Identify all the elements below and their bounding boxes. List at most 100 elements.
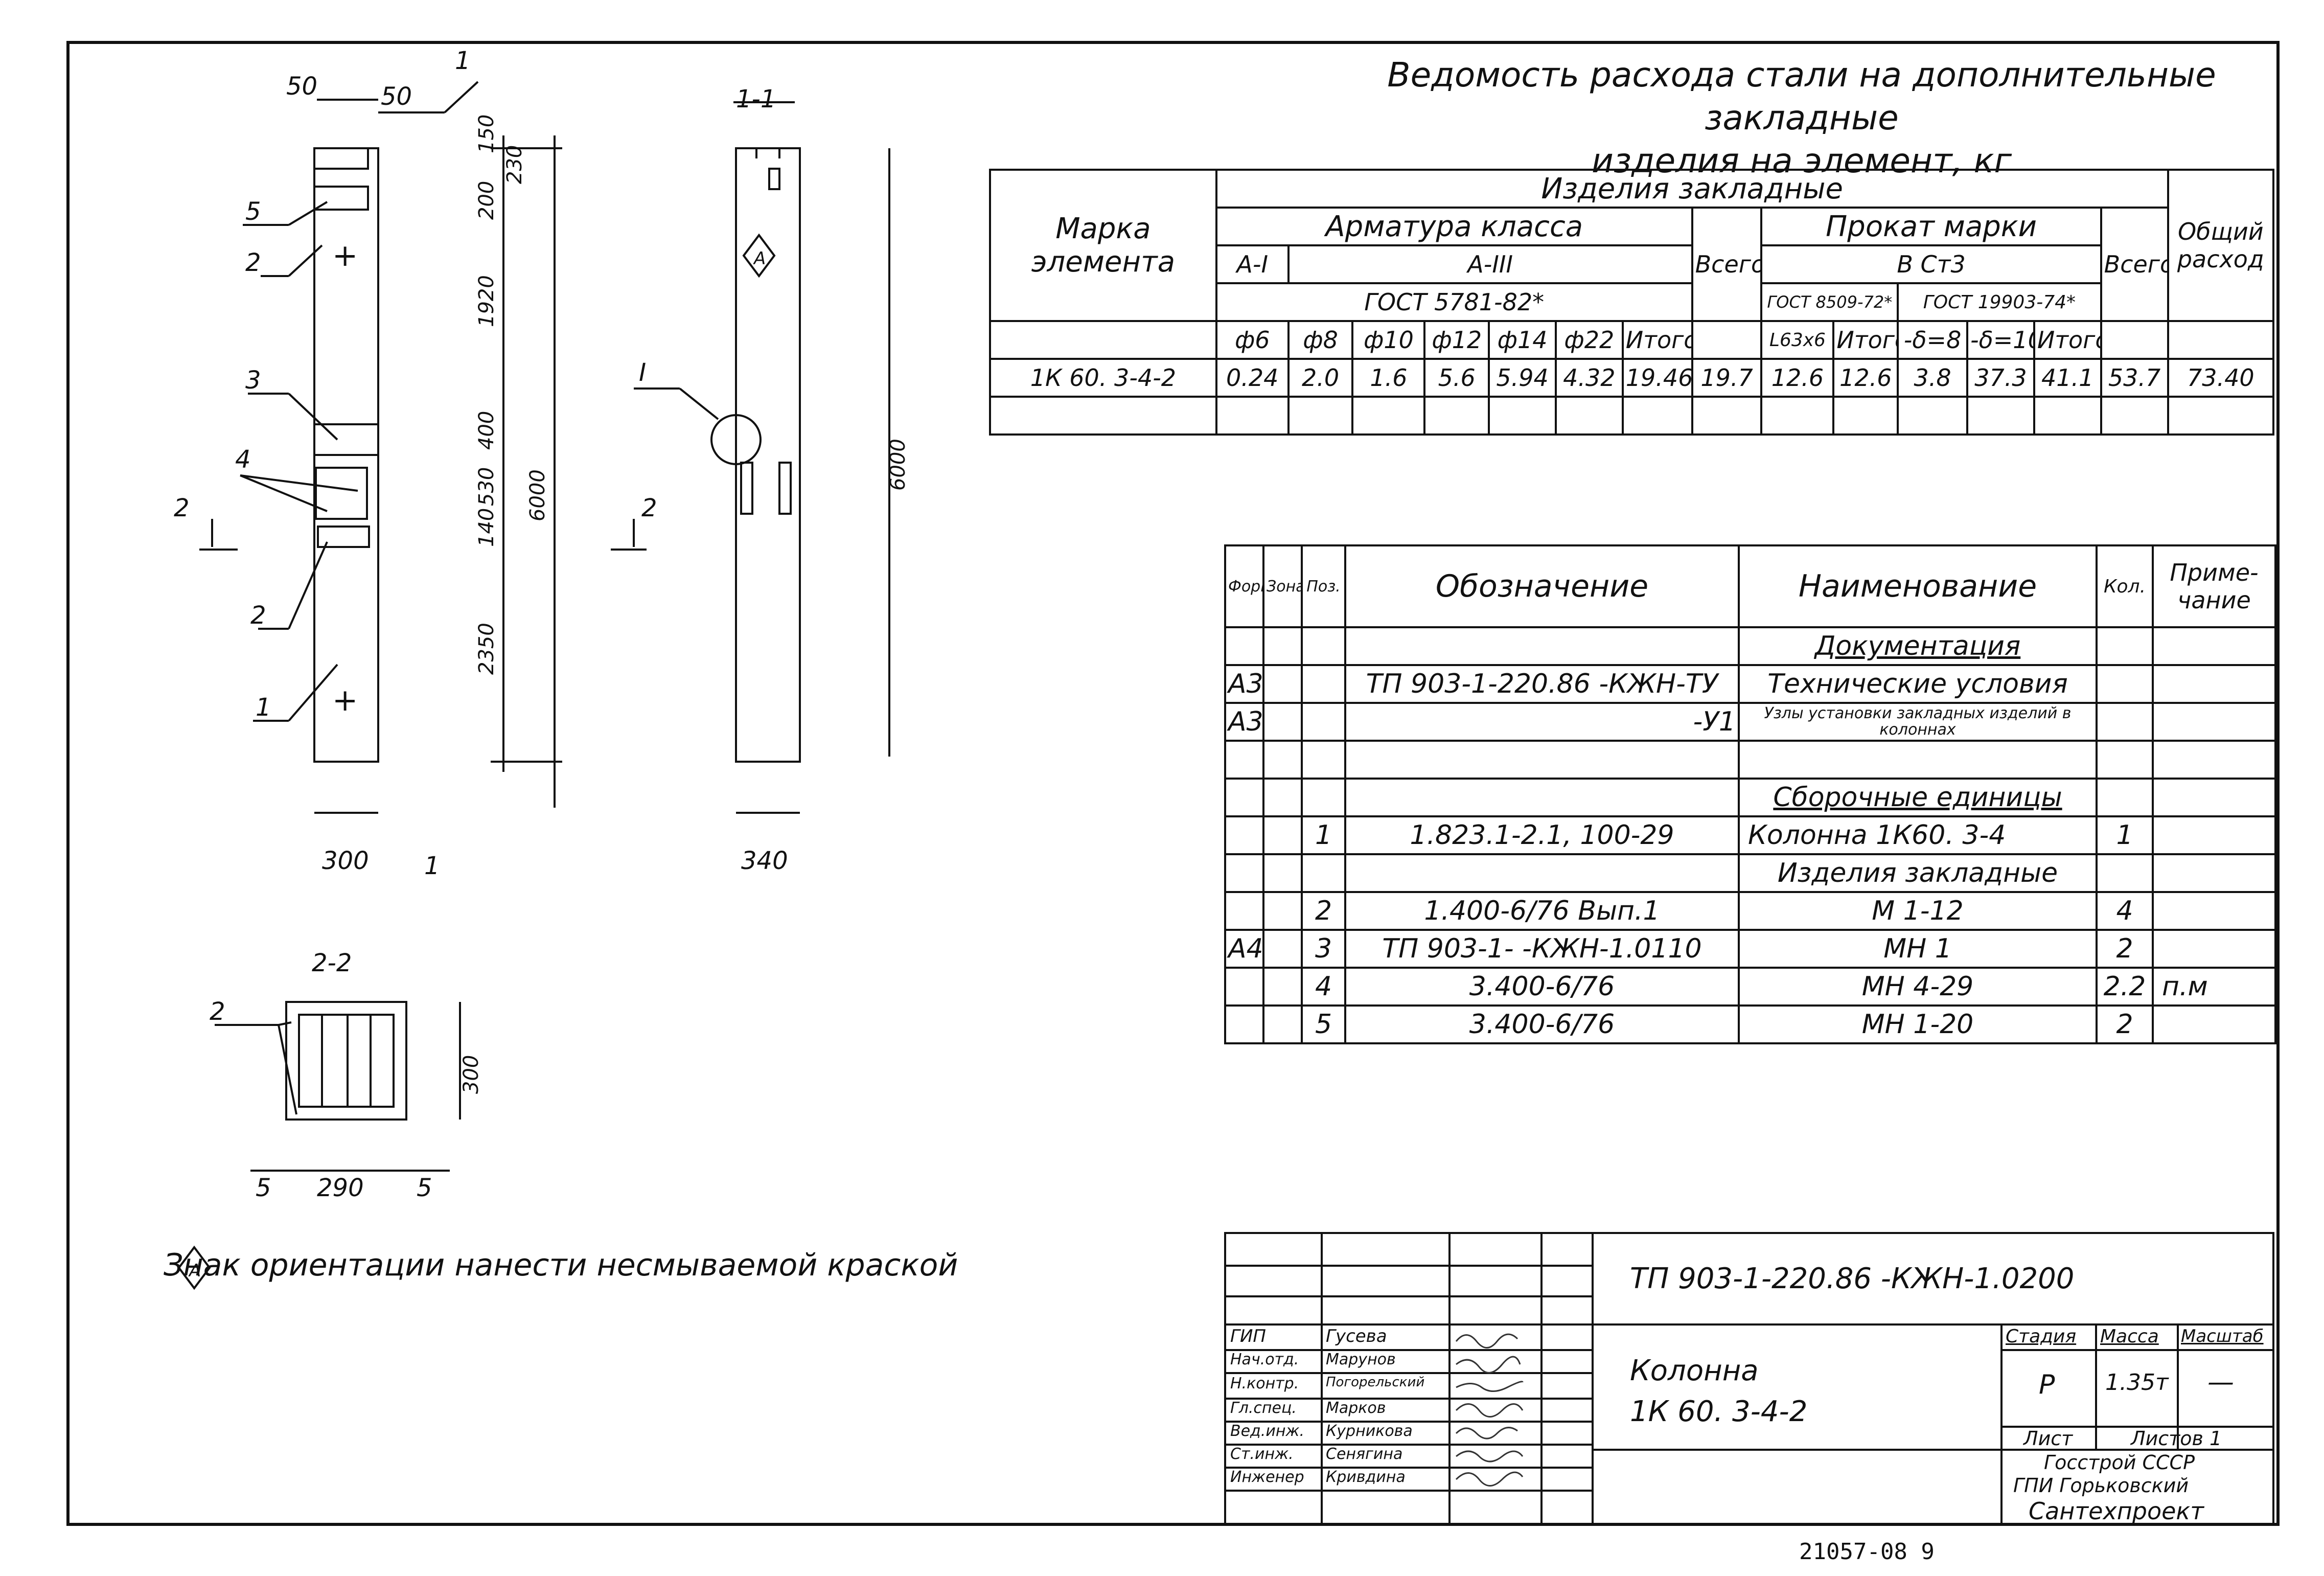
spec-row-pos: 1: [1301, 815, 1346, 855]
spec-row-designation: ТП 903-1-220.86 -КЖН-ТУ: [1344, 664, 1740, 704]
spec-row-format: А4: [1224, 929, 1264, 969]
row-mark: 1К 60. 3-4-2: [989, 358, 1217, 398]
spec-header-designation: Обозначение: [1344, 544, 1740, 628]
dim-1920: 1920: [475, 275, 498, 327]
plate-2-top: [313, 186, 369, 211]
staff-role: ГИП: [1230, 1326, 1266, 1346]
title-block: ТП 903-1-220.86 -КЖН-1.0200 Колонна 1К 6…: [1224, 1232, 2274, 1526]
title-org-line1: Госстрой СССР: [2044, 1451, 2195, 1474]
dim-top-right: 50: [381, 82, 412, 111]
plate-3: [313, 423, 379, 456]
dim-6000-side: 6000: [886, 439, 910, 491]
sub-header-cell: ф14: [1488, 320, 1557, 360]
spec-row-name: Колонна 1К60. 3-4: [1738, 815, 2098, 855]
callout-1: 1: [256, 693, 271, 722]
sub-header-cell: ф8: [1287, 320, 1354, 360]
sub-header-cell: -δ=8: [1897, 320, 1969, 360]
title-stage-label: Стадия: [2006, 1326, 2077, 1347]
spec-row-designation: 3.400-6/76: [1344, 967, 1740, 1007]
spec-row-name: МН 4-29: [1738, 967, 2098, 1007]
callout-5: 5: [245, 197, 261, 226]
spec-row-name: М 1-12: [1738, 891, 2098, 931]
title-doc-code: ТП 903-1-220.86 -КЖН-1.0200: [1630, 1262, 2075, 1295]
table-cell: 4.32: [1554, 358, 1624, 398]
header-gost-rebar: ГОСТ 5781-82*: [1215, 282, 1693, 322]
staff-role: Ст.инж.: [1230, 1445, 1294, 1463]
dim-6000-front: 6000: [526, 469, 549, 521]
spec-row-note: п.м: [2152, 967, 2276, 1007]
plate-2-bottom: [317, 526, 370, 548]
sub-header-cell: Итого: [1832, 320, 1899, 360]
table-cell: 12.6: [1760, 358, 1835, 398]
section-2-2-label: 2-2: [312, 949, 352, 977]
title-org-line2: ГПИ Горьковский: [2013, 1474, 2189, 1497]
staff-name: Кривдина: [1326, 1468, 1406, 1486]
section-1-1-label: 1-1: [736, 85, 776, 113]
table-cell: 5.6: [1423, 358, 1490, 398]
dim-530: 530: [475, 467, 498, 506]
staff-role: Гл.спец.: [1230, 1399, 1297, 1417]
drawing-frame: [66, 41, 2280, 1526]
table-cell: 0.24: [1215, 358, 1290, 398]
dim-200: 200: [475, 181, 498, 220]
callout-2-section: 2: [210, 997, 225, 1026]
staff-name: Гусева: [1326, 1326, 1387, 1346]
footer-number: 21057-08 9: [1799, 1539, 1935, 1565]
spec-row-name: Узлы установки закладных изделий в колон…: [1738, 702, 2098, 742]
cut-2-left: 2: [174, 494, 190, 522]
table-cell: 12.6: [1832, 358, 1899, 398]
table-cell: 53.7: [2100, 358, 2169, 398]
node-circle: [710, 414, 762, 465]
title-scale: —: [2207, 1367, 2234, 1398]
header-total2: Всего: [2100, 207, 2169, 322]
title-mass: 1.35т: [2105, 1369, 2169, 1396]
cut-2-right: 2: [641, 494, 657, 522]
header-embedded: Изделия закладные: [1215, 169, 2169, 209]
column-drawing: 50 50 1 5 2 3 4 2 1 2 2 300 1 1-1 I 340 …: [174, 47, 910, 1290]
staff-role: Вед.инж.: [1230, 1422, 1304, 1440]
plate-4: [315, 467, 368, 520]
dim-section-mid: 290: [317, 1174, 364, 1202]
table-cell: 2.0: [1287, 358, 1354, 398]
title-sheets-label: Листов 1: [2131, 1427, 2222, 1450]
sub-header-cell: ф6: [1215, 320, 1290, 360]
sub-header-cell: -δ=10: [1966, 320, 2035, 360]
spec-row-qty: 1: [2096, 815, 2154, 855]
steel-statement-table: Марка элемента Изделия закладные Общий р…: [989, 169, 2275, 436]
table-cell: 1.6: [1351, 358, 1426, 398]
header-class-a3: А-III: [1287, 244, 1693, 284]
staff-role: Н.контр.: [1230, 1375, 1299, 1392]
spec-header-zone: Зона: [1262, 544, 1303, 628]
title-mass-label: Масса: [2100, 1326, 2159, 1347]
spec-row-designation: ТП 903-1- -КЖН-1.0110: [1344, 929, 1740, 969]
callout-4: 4: [235, 445, 251, 474]
table-cell: 37.3: [1966, 358, 2035, 398]
callout-3: 3: [245, 366, 261, 395]
header-mark: Марка элемента: [989, 169, 1217, 322]
spec-row-qty: 4: [2096, 891, 2154, 931]
sub-header-cell: Итого: [1621, 320, 1693, 360]
title-org-line3: Сантехпроект: [2029, 1497, 2204, 1525]
cut-1-bottom: 1: [424, 852, 440, 880]
staff-name: Сенягина: [1326, 1445, 1403, 1463]
spec-row-pos: 3: [1301, 929, 1346, 969]
header-gost-19903: ГОСТ 19903-74*: [1897, 282, 2102, 322]
dim-top-left: 50: [286, 72, 317, 101]
dim-section-right: 5: [417, 1174, 432, 1202]
dim-150: 150: [475, 115, 498, 153]
table-cell: 5.94: [1488, 358, 1557, 398]
title-scale-label: Масштаб: [2181, 1326, 2264, 1346]
header-gost-8509: ГОСТ 8509-72*: [1760, 282, 1899, 322]
title-sheet-label: Лист: [2023, 1427, 2073, 1450]
dim-230: 230: [503, 145, 526, 184]
spec-row-qty: 2.2: [2096, 967, 2154, 1007]
svg-text:+: +: [332, 238, 358, 273]
staff-name: Марунов: [1326, 1351, 1396, 1368]
spec-section-embedded: Изделия закладные: [1738, 853, 2098, 893]
plate-5: [313, 147, 369, 170]
dim-400: 400: [475, 411, 498, 450]
dim-width-front: 300: [322, 847, 369, 875]
spec-row-pos: 2: [1301, 891, 1346, 931]
sub-header-cell: L63х6: [1760, 320, 1835, 360]
table-cell: 73.40: [2167, 358, 2275, 398]
